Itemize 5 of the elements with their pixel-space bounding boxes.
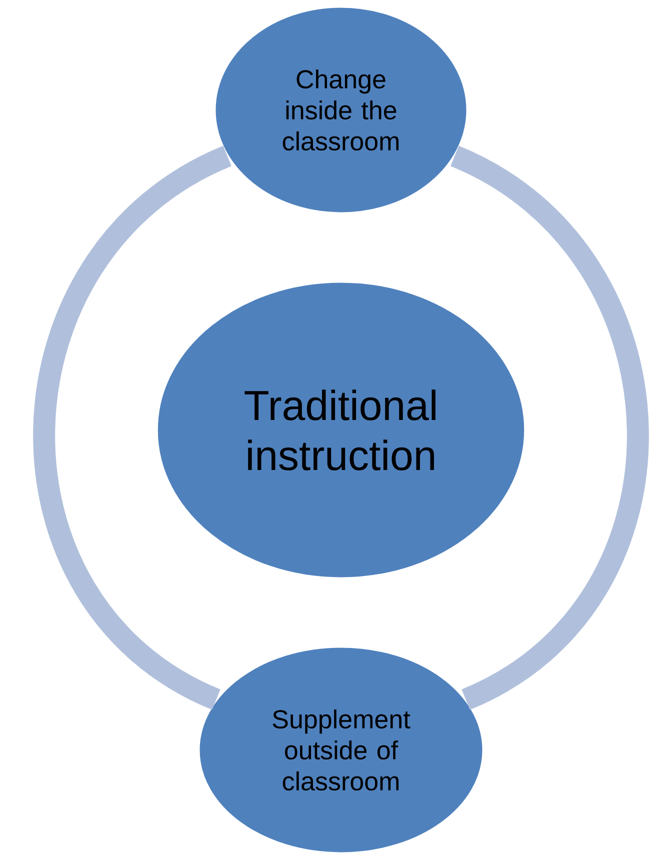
ring-arc <box>450 146 649 710</box>
ellipse-node: Change inside the classroom <box>214 6 468 214</box>
ring-arc <box>33 146 233 710</box>
ellipse-node: Traditional instruction <box>156 281 526 579</box>
ellipse-node: Supplement outside of classroom <box>198 646 484 853</box>
